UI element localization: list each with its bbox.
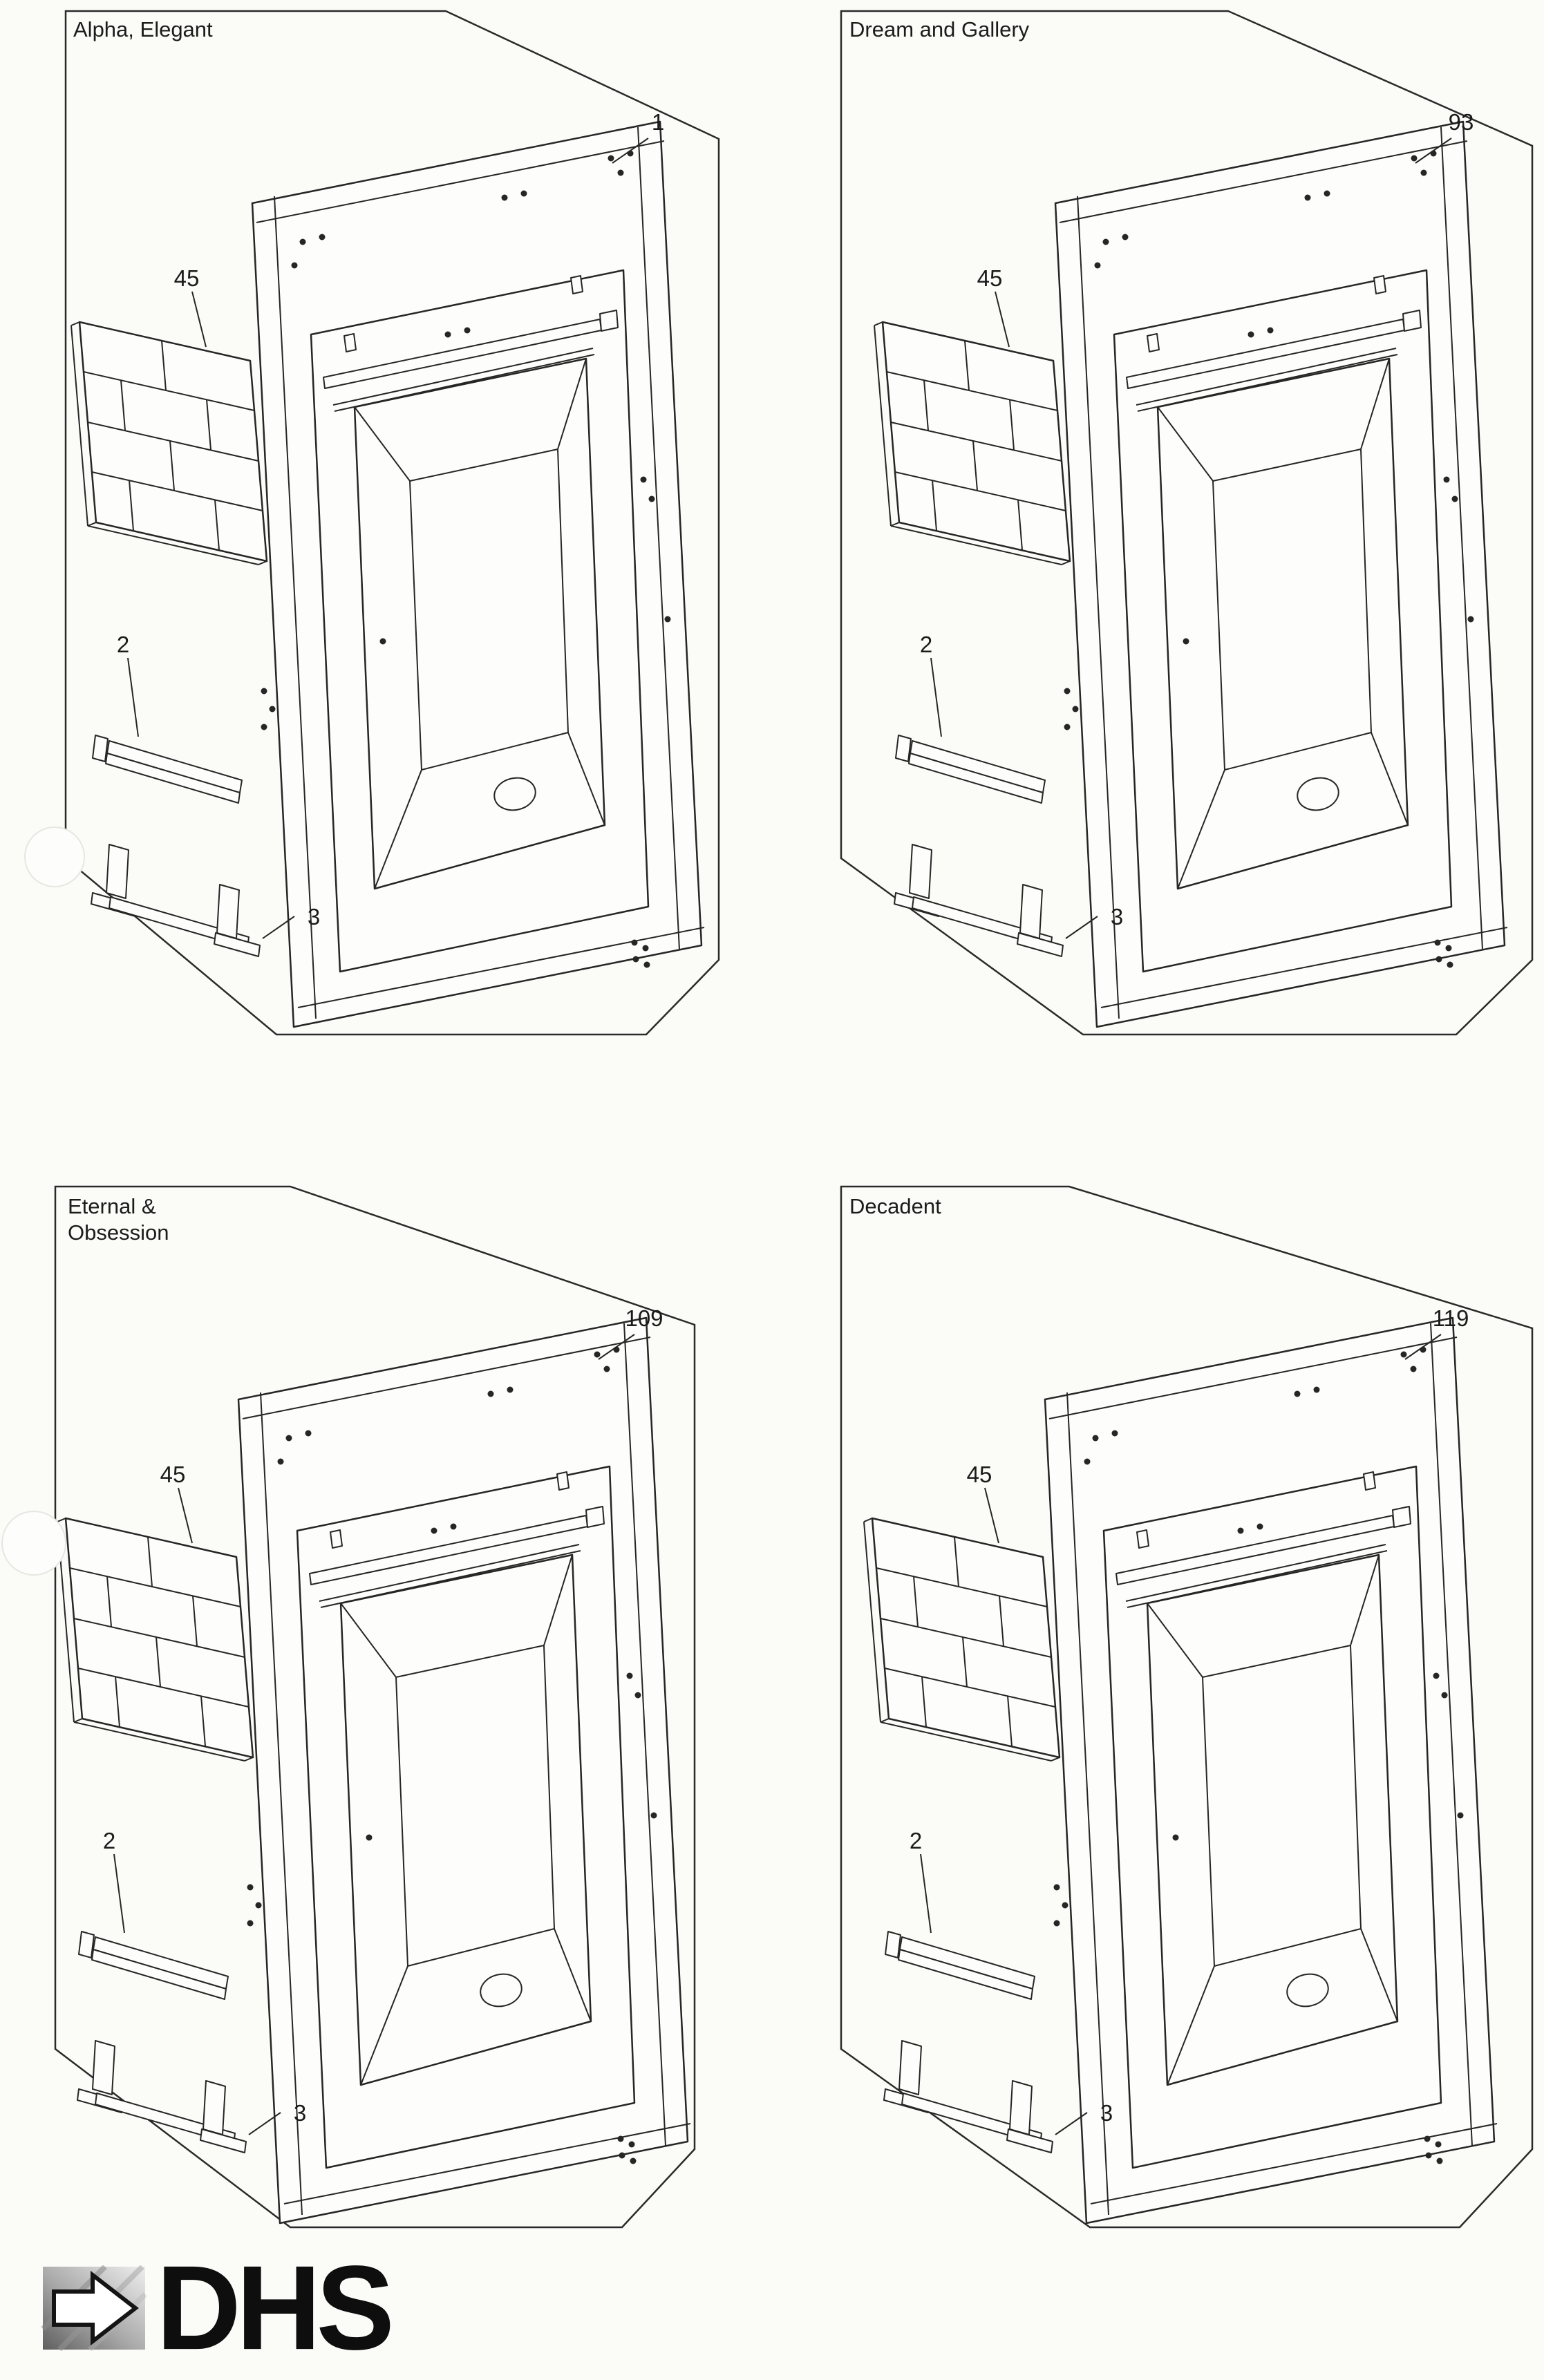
- part-callouts: 1 45 2 3: [117, 109, 664, 939]
- fireplace-parts-diagram: 119 45 2 3: [840, 1185, 1534, 2229]
- hole-punch-artifact: [1, 1511, 66, 1576]
- top-bracket-part-number: 2: [103, 1828, 115, 1853]
- panel-title: Decadent: [849, 1194, 941, 1218]
- logo-text: DHS: [156, 2241, 395, 2375]
- diagram-panel-alpha-elegant: 1 45 2 3 Alpha, Elegant: [0, 10, 772, 1039]
- assembly-part-number: 1: [652, 109, 664, 135]
- base-bracket-part-number: 3: [1111, 904, 1123, 929]
- panel-title: Alpha, Elegant: [73, 17, 213, 41]
- base-bracket-part-number: 3: [294, 2100, 306, 2126]
- hole-punch-artifact: [24, 827, 85, 887]
- panel-border: [64, 10, 720, 1036]
- panel-border: [840, 1185, 1534, 2229]
- panel-title: Dream and Gallery: [849, 17, 1030, 41]
- assembly-part-number: 119: [1433, 1305, 1469, 1331]
- top-bracket-part-number: 2: [117, 632, 129, 657]
- fireplace-parts-diagram: 109 45 2 3: [54, 1185, 696, 2229]
- assembly-part-number: 93: [1449, 109, 1474, 135]
- top-bracket-part-number: 2: [920, 632, 932, 657]
- dhs-logo: DHS: [41, 2241, 395, 2375]
- brick-panel-part-number: 45: [967, 1462, 992, 1487]
- part-callouts: 119 45 2 3: [910, 1305, 1469, 2135]
- fireplace-parts-diagram: 1 45 2 3: [64, 10, 720, 1036]
- brick-panel-part-number: 45: [160, 1462, 186, 1487]
- top-bracket-part-number: 2: [910, 1828, 922, 1853]
- diagram-panel-dream-gallery: 93 45 2 3 Dream and Gallery: [772, 10, 1544, 1039]
- fireplace-parts-diagram: 93 45 2 3: [840, 10, 1534, 1036]
- diagram-panel-decadent: 119 45 2 3 Decadent: [772, 1185, 1544, 2232]
- base-bracket-part-number: 3: [1100, 2100, 1113, 2126]
- panel-title: Eternal & Obsession: [68, 1194, 169, 1245]
- brick-panel-part-number: 45: [977, 265, 1003, 291]
- part-callouts: 93 45 2 3: [920, 109, 1474, 939]
- arrow-right-icon: [41, 2265, 147, 2351]
- assembly-part-number: 109: [625, 1305, 663, 1331]
- base-bracket-part-number: 3: [308, 904, 320, 929]
- panel-border: [840, 10, 1534, 1036]
- brick-panel-part-number: 45: [174, 265, 200, 291]
- part-callouts: 109 45 2 3: [103, 1305, 663, 2135]
- diagram-panel-eternal-obsession: 109 45 2 3 Eternal & Obsession: [0, 1185, 772, 2232]
